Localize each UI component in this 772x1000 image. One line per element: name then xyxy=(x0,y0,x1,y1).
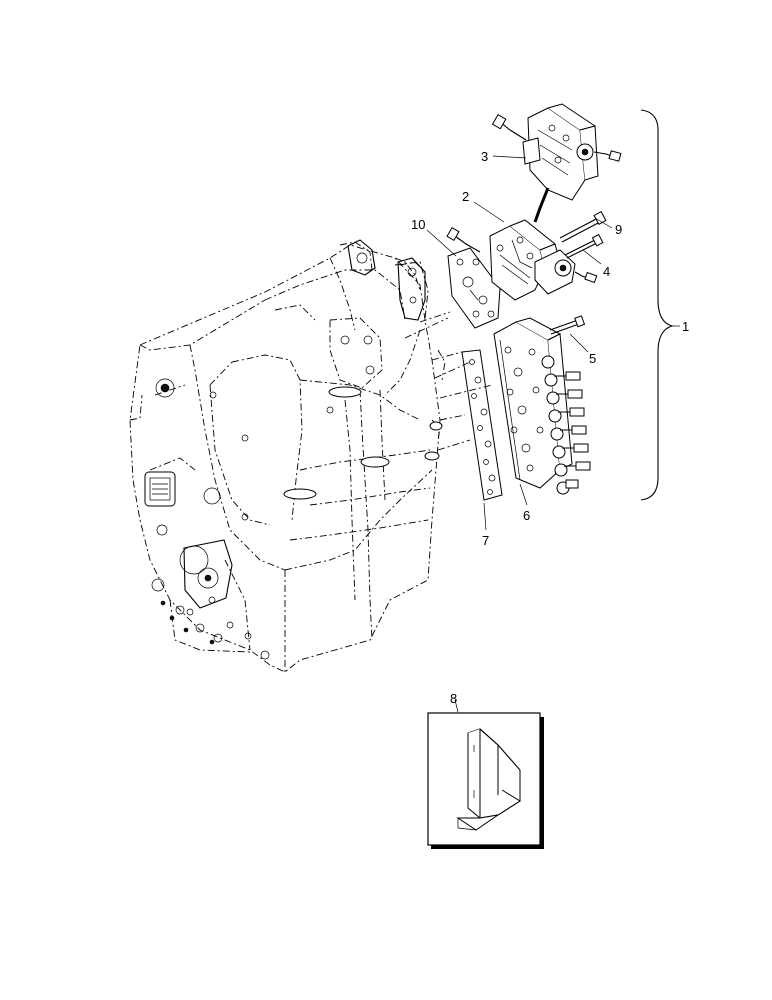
valve-body-2 xyxy=(446,219,598,301)
callout-10: 10 xyxy=(411,217,425,232)
callout-4: 4 xyxy=(603,264,610,279)
leader-lines xyxy=(426,155,613,713)
callout-2: 2 xyxy=(462,189,469,204)
callout-8: 8 xyxy=(450,691,457,706)
callout-1: 1 xyxy=(682,319,689,334)
bolt-4 xyxy=(564,233,604,259)
valve-manifold-6 xyxy=(493,317,591,495)
callout-numbers: 1 2 3 4 5 6 7 8 9 10 xyxy=(411,149,689,706)
callout-6: 6 xyxy=(523,508,530,523)
inset-item-8 xyxy=(427,712,544,849)
callout-3: 3 xyxy=(481,149,488,164)
bolt-5 xyxy=(549,315,586,335)
gasket-7 xyxy=(461,349,503,501)
housing-features xyxy=(144,239,443,660)
group-brace xyxy=(640,109,674,501)
solenoid-fittings xyxy=(541,355,591,495)
solenoid-valve-3 xyxy=(491,103,622,223)
callout-5: 5 xyxy=(589,351,596,366)
callout-7: 7 xyxy=(482,533,489,548)
assembly-lines xyxy=(404,311,493,451)
callout-9: 9 xyxy=(615,222,622,237)
gasket-plate-10 xyxy=(447,247,501,329)
